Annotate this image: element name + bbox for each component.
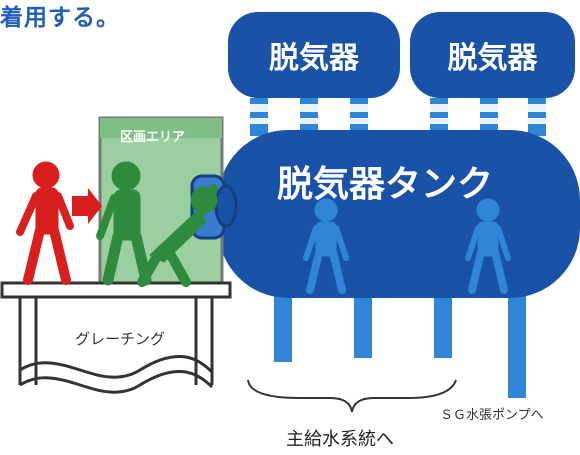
sg-pump-label: ＳＧ水張ポンプへ — [440, 408, 544, 423]
entry-arrow — [72, 188, 102, 224]
main-feed-water-label: 主給水系統へ — [286, 429, 394, 450]
deaerator-box-2: 脱気器 — [410, 12, 575, 98]
grating-label: グレーチング — [75, 330, 166, 348]
grating-platform — [0, 281, 232, 394]
tank-label: 脱気器タンク — [276, 164, 493, 205]
area-label: 区画エリア — [120, 130, 186, 145]
connector-pipes — [240, 98, 575, 136]
tank-worker-figure-1 — [303, 198, 349, 294]
red-worker-figure — [16, 161, 74, 285]
title-text: 着用する。 — [0, 5, 120, 31]
main-feed-brace — [247, 379, 457, 413]
tank-worker-figure-2 — [465, 198, 511, 294]
green-crawling-figure — [137, 184, 218, 287]
deaerator-box-1: 脱気器 — [228, 12, 400, 98]
